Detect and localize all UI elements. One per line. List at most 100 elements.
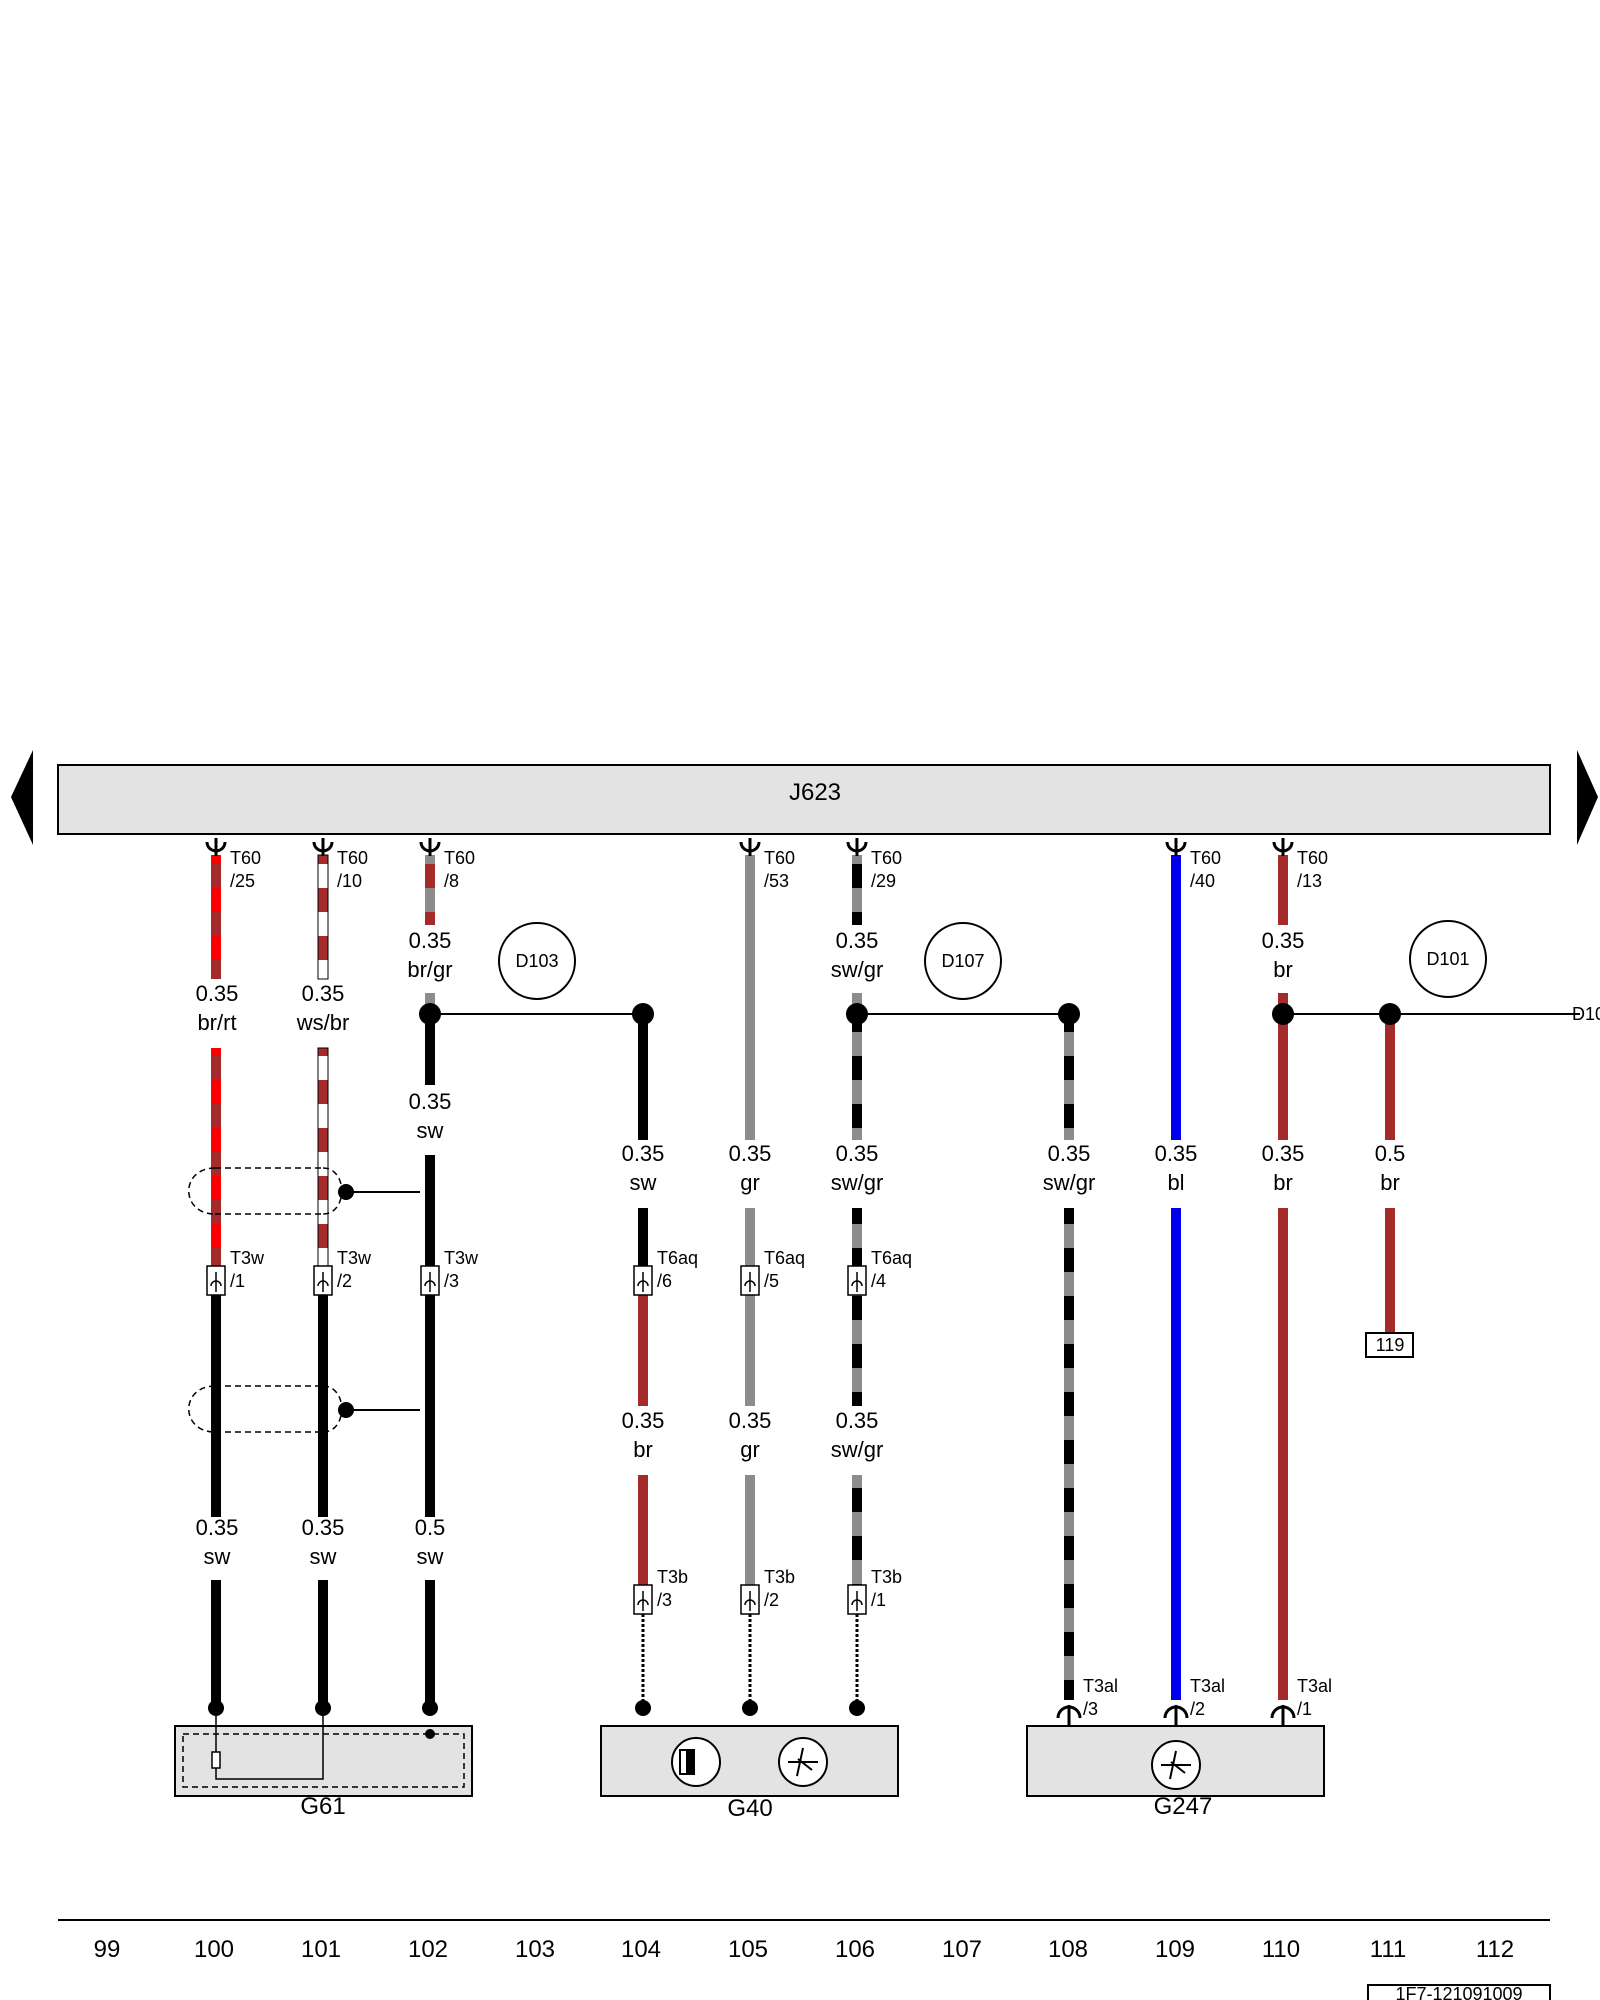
svg-text:T3b: T3b xyxy=(764,1567,795,1587)
wire-segment xyxy=(852,855,862,925)
svg-text:0.35: 0.35 xyxy=(302,1515,345,1540)
svg-text:0.35: 0.35 xyxy=(729,1408,772,1433)
wire-label: 0.5sw xyxy=(415,1515,446,1569)
wire-segment xyxy=(745,1475,755,1585)
sensor-symbol-icon xyxy=(778,1737,828,1787)
track-number: 106 xyxy=(835,1936,875,1963)
svg-text:0.35: 0.35 xyxy=(196,1515,239,1540)
svg-text:br/gr: br/gr xyxy=(407,957,452,982)
svg-text:/2: /2 xyxy=(1190,1699,1205,1719)
connector-pin-t6aq-6[interactable]: T6aq/6 xyxy=(633,1248,698,1296)
svg-text:sw: sw xyxy=(417,1544,444,1569)
svg-text:0.35: 0.35 xyxy=(622,1141,665,1166)
sensor-symbol-icon xyxy=(1151,1740,1201,1790)
svg-text:/29: /29 xyxy=(871,871,896,891)
module-pin-25[interactable]: T60/25 xyxy=(205,838,261,891)
connector-pin-t3w-2[interactable]: T3w/2 xyxy=(313,1248,372,1296)
svg-text:T3al: T3al xyxy=(1190,1676,1225,1696)
svg-text:T60: T60 xyxy=(337,848,368,868)
offpage-reference: D10 xyxy=(1572,1004,1600,1024)
wire-segment xyxy=(638,1208,648,1266)
module-label: J623 xyxy=(789,779,841,806)
svg-text:/1: /1 xyxy=(230,1271,245,1291)
svg-text:sw/gr: sw/gr xyxy=(831,1437,884,1462)
wire-segment xyxy=(211,1580,221,1708)
connector-pin-t6aq-4[interactable]: T6aq/4 xyxy=(847,1248,912,1296)
wire-label: 0.35 sw/gr xyxy=(1043,1141,1096,1195)
wire-segment xyxy=(852,1208,862,1266)
connector-pin-t3b-2[interactable]: T3b/2 xyxy=(740,1567,795,1615)
svg-text:0.35: 0.35 xyxy=(1262,1141,1305,1166)
svg-text:/1: /1 xyxy=(1297,1699,1312,1719)
module-pin-53[interactable]: T60/53 xyxy=(739,838,795,891)
svg-text:0.35: 0.35 xyxy=(1048,1141,1091,1166)
connector-pin-t3w-3[interactable]: T3w/3 xyxy=(420,1248,479,1296)
connector-pin-t6aq-5[interactable]: T6aq/5 xyxy=(740,1248,805,1296)
connector-pin-t3b-3[interactable]: T3b/3 xyxy=(633,1567,688,1615)
hall-sensor-icon xyxy=(671,1737,721,1787)
connector-pin-t3b-1[interactable]: T3b/1 xyxy=(847,1567,902,1615)
track-number: 103 xyxy=(515,1936,555,1963)
connector-pin-t3al-3[interactable]: T3al/3 xyxy=(1056,1676,1118,1725)
splice-d101[interactable]: D101 xyxy=(1409,920,1487,998)
svg-text:T60: T60 xyxy=(764,848,795,868)
module-pin-13[interactable]: T60/13 xyxy=(1272,838,1328,891)
wire-segment xyxy=(745,855,755,1140)
connector-pin-t3al-1[interactable]: T3al/1 xyxy=(1270,1676,1332,1725)
svg-text:0.35: 0.35 xyxy=(1155,1141,1198,1166)
left-nav-arrow-icon[interactable] xyxy=(11,750,33,845)
wire-segment xyxy=(425,1295,435,1517)
track-number: 101 xyxy=(301,1936,341,1963)
track-number: 99 xyxy=(94,1936,121,1963)
connector-pin-t3al-2[interactable]: T3al/2 xyxy=(1163,1676,1225,1725)
module-pin-8[interactable]: T60/8 xyxy=(419,838,475,891)
wire-segment xyxy=(317,854,329,980)
module-pin-40[interactable]: T60/40 xyxy=(1165,838,1221,891)
svg-text:/4: /4 xyxy=(871,1271,886,1291)
wire-segment xyxy=(638,1475,648,1585)
wire-segment xyxy=(638,1295,648,1406)
svg-text:sw/gr: sw/gr xyxy=(1043,1170,1096,1195)
module-pin-10[interactable]: T60/10 xyxy=(312,838,368,891)
component-g247[interactable]: G247 xyxy=(1026,1725,1325,1820)
wire-segment xyxy=(852,1295,862,1406)
component-g61[interactable]: G61 xyxy=(174,1708,473,1820)
shield-ground-dot xyxy=(338,1402,354,1418)
reference-box[interactable]: 119 xyxy=(1365,1332,1414,1358)
svg-text:/5: /5 xyxy=(764,1271,779,1291)
splice-d107[interactable]: D107 xyxy=(924,922,1002,1000)
svg-text:T3al: T3al xyxy=(1297,1676,1332,1696)
track-number: 108 xyxy=(1048,1936,1088,1963)
connector-pin-t3w-1[interactable]: T3w/1 xyxy=(206,1248,265,1296)
wire-segment xyxy=(852,993,862,1140)
svg-text:/1: /1 xyxy=(871,1590,886,1610)
svg-text:119: 119 xyxy=(1376,1335,1405,1355)
right-nav-arrow-icon[interactable] xyxy=(1577,750,1598,845)
svg-text:/3: /3 xyxy=(1083,1699,1098,1719)
terminal-dots xyxy=(208,1700,865,1716)
splice-d103[interactable]: D103 xyxy=(498,922,576,1000)
component-g40[interactable]: G40 xyxy=(600,1725,899,1822)
track-number: 112 xyxy=(1476,1936,1514,1963)
wire-segment xyxy=(1171,1208,1181,1700)
module-pin-29[interactable]: T60/29 xyxy=(846,838,902,891)
svg-text:sw/gr: sw/gr xyxy=(831,957,884,982)
svg-text:0.35: 0.35 xyxy=(622,1408,665,1433)
wire-segment xyxy=(1385,1015,1395,1140)
wire-segment xyxy=(211,1295,221,1517)
wire-segment xyxy=(1278,1208,1288,1700)
splice-label: D103 xyxy=(515,951,558,971)
